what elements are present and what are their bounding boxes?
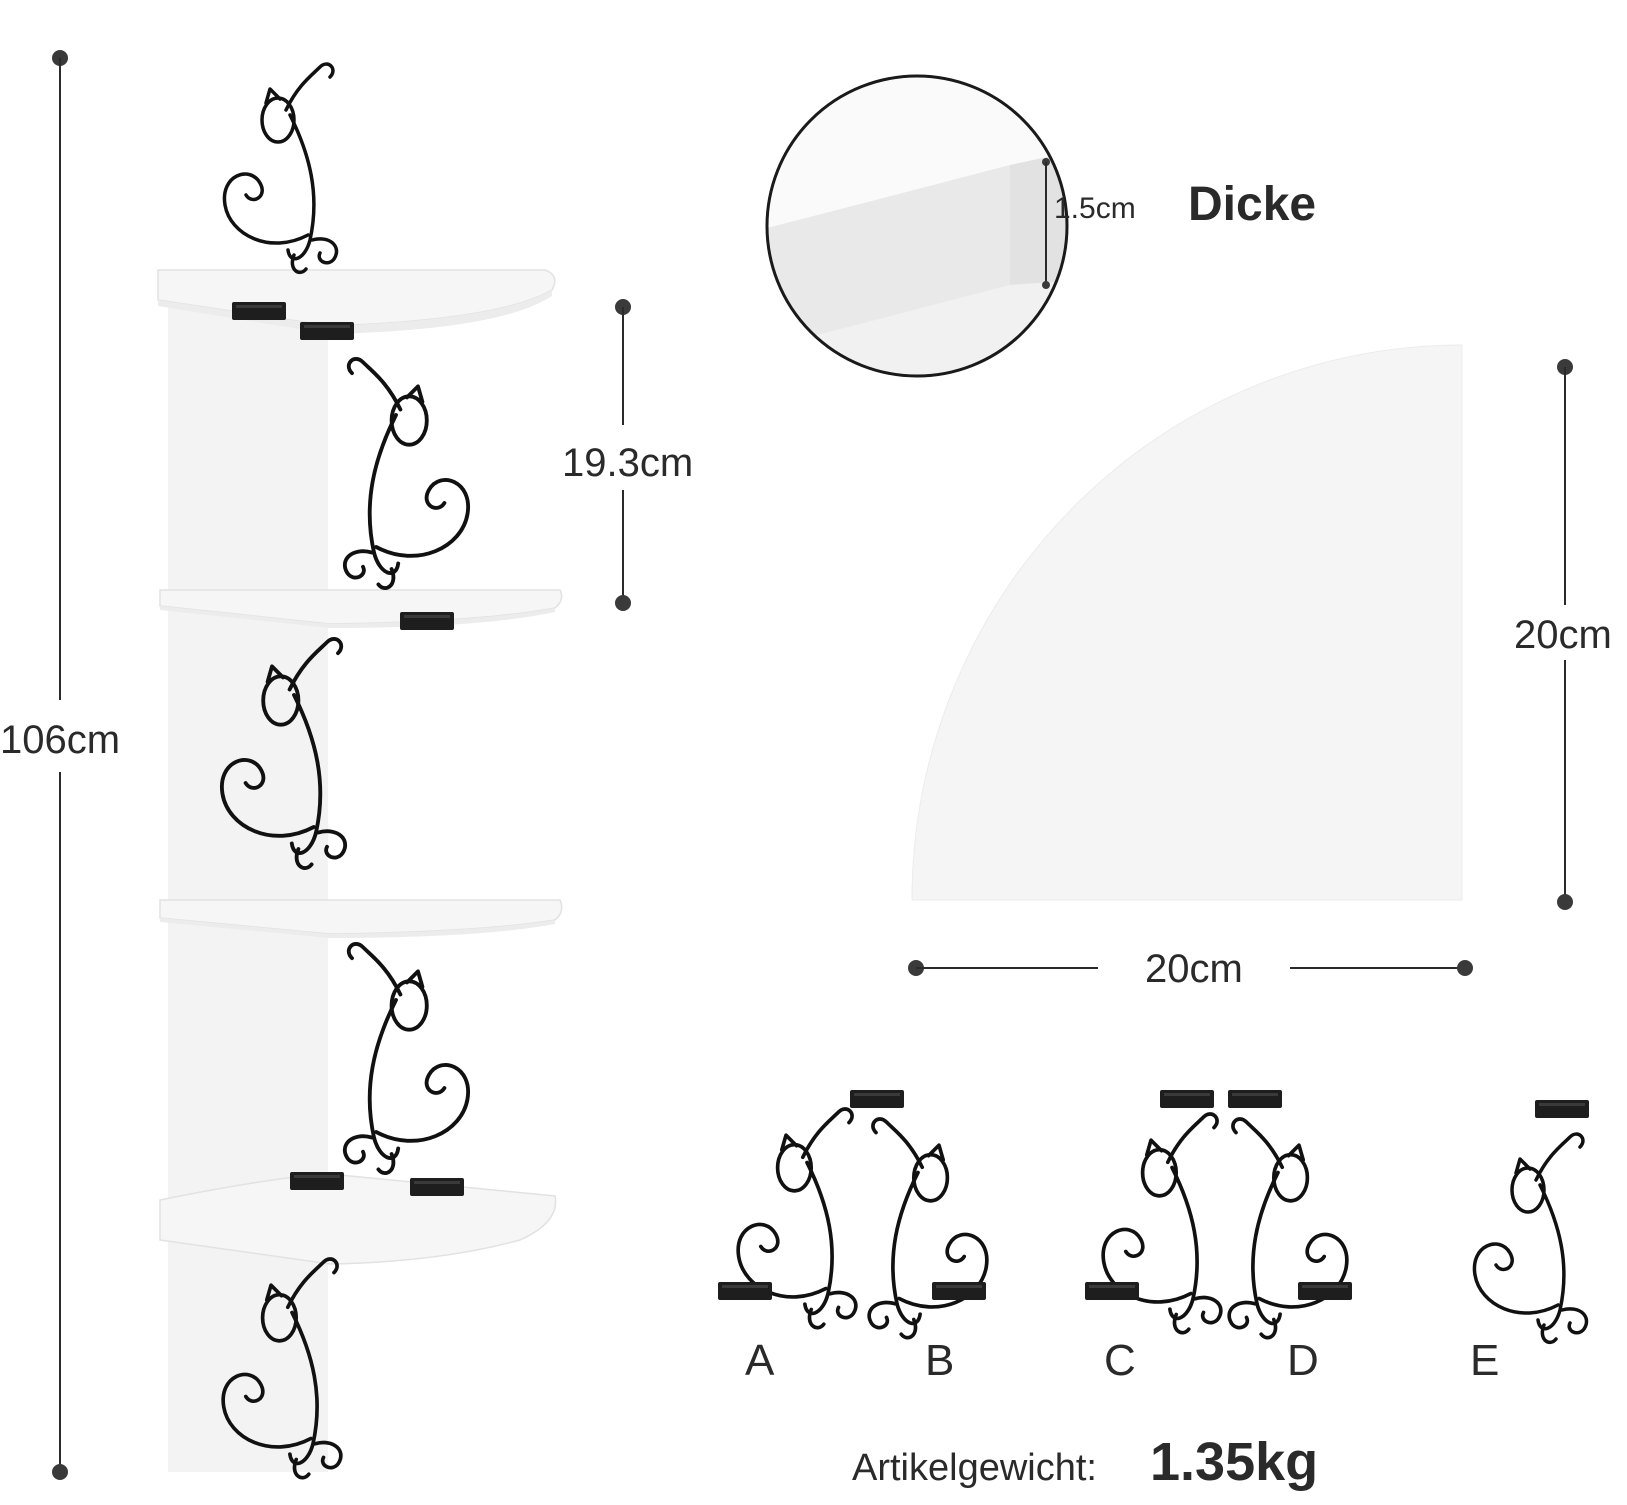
shelf-tower [157,62,563,1480]
shelf-width-label: 20cm [1145,947,1243,991]
thickness-label: Dicke [1188,178,1316,231]
shelf-spacing-dimension: 19.3cm [562,299,693,611]
thickness-value: 1.5cm [1054,192,1136,225]
shelf-depth-dimension: 20cm [1514,359,1612,910]
shelf-board-1 [157,269,556,340]
bracket-letter-e: E [1470,1336,1499,1385]
total-height-label: 106cm [0,718,120,762]
bracket-letter-c: C [1104,1336,1136,1385]
tower-bracket-4 [342,942,471,1176]
shelf-board-4 [159,1172,557,1265]
tower-bracket-2 [342,357,471,591]
shelf-board-3 [159,899,563,938]
shelf-spacing-label: 19.3cm [562,441,693,485]
bracket-type-b: B [850,1090,989,1385]
bracket-type-a: A [718,1107,858,1385]
bracket-type-d: D [1227,1090,1352,1385]
weight-value: 1.35kg [1150,1432,1318,1492]
bracket-type-c: C [1085,1090,1223,1385]
shelf-board-2 [159,589,563,630]
thickness-zoom: 1.5cm Dicke [765,74,1316,378]
bracket-letter-d: D [1287,1336,1319,1385]
shelf-width-dimension: 20cm [908,947,1473,991]
shelf-depth-label: 20cm [1514,613,1612,657]
bracket-types: A B C D E [718,1090,1589,1385]
bracket-letter-b: B [925,1336,954,1385]
quarter-circle-shelf [911,344,1463,901]
weight-label: Artikelgewicht: [852,1447,1097,1489]
tower-bracket-1 [222,62,339,275]
bracket-type-e: E [1470,1100,1589,1385]
bracket-letter-a: A [745,1336,775,1385]
item-weight: Artikelgewicht: 1.35kg [852,1432,1318,1492]
total-height-dimension: 106cm [0,50,120,1480]
shelf-top-view [911,344,1463,901]
